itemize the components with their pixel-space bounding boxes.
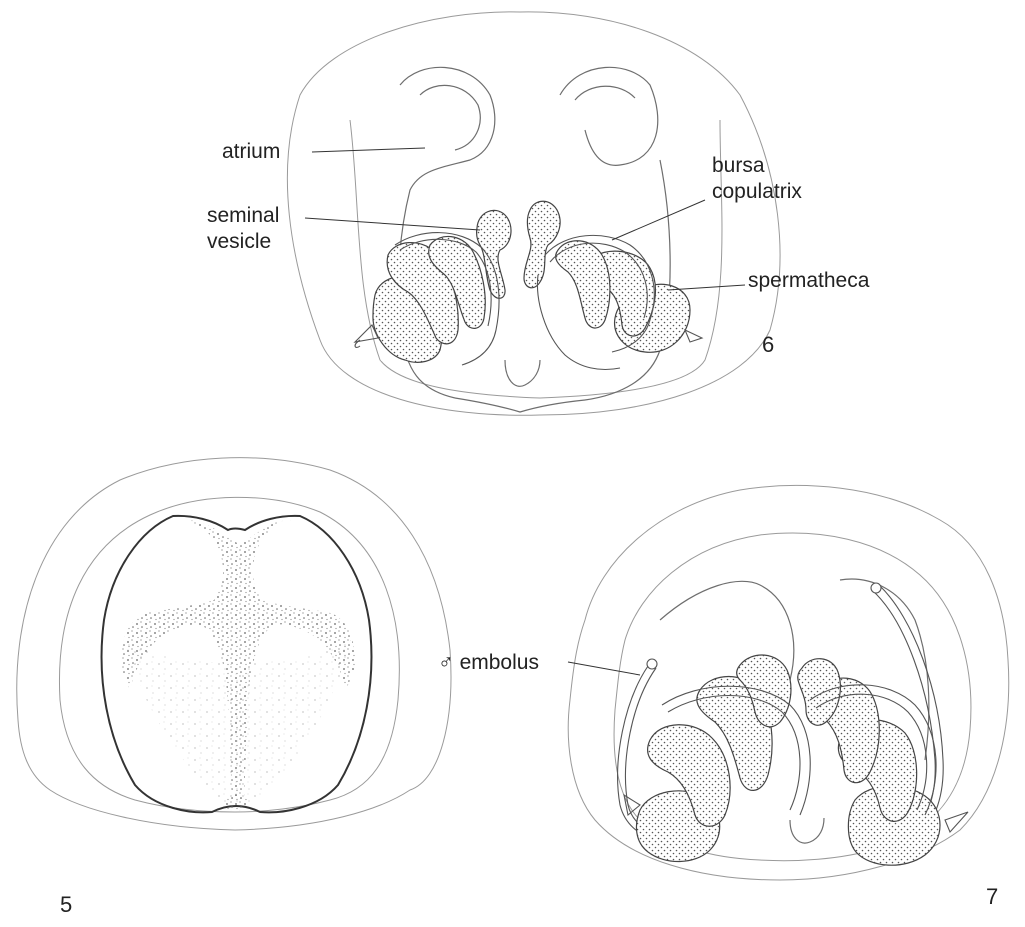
embolus-label: ♂ embolus [438, 651, 539, 674]
bursa-copulatrix-label-line2: copulatrix [712, 180, 802, 203]
figure-6-number: 6 [762, 332, 774, 357]
bursa-copulatrix-label-line1: bursa [712, 154, 765, 177]
figure-5-number: 5 [60, 892, 72, 917]
figure-6-epigynum-cleared: atrium seminal vesicle bursa copulatrix … [207, 12, 870, 415]
figure-5-epigynum-external: 5 [17, 458, 451, 917]
spermatheca-leader-line [668, 285, 745, 290]
seminal-vesicle-label-line2: vesicle [207, 230, 271, 253]
atrium-label: atrium [222, 140, 280, 163]
figure-7-epigynum-with-embolus: ♂ embolus 7 [438, 485, 1009, 909]
atrium-leader-line [312, 148, 425, 152]
bursa-copulatrix-leader-line [612, 200, 705, 240]
seminal-vesicle-label-line1: seminal [207, 204, 279, 227]
embolus-leader-line [568, 662, 640, 675]
figure-7-number: 7 [986, 884, 998, 909]
seminal-vesicle-leader-line [305, 218, 480, 230]
spermatheca-label: spermatheca [748, 269, 870, 292]
